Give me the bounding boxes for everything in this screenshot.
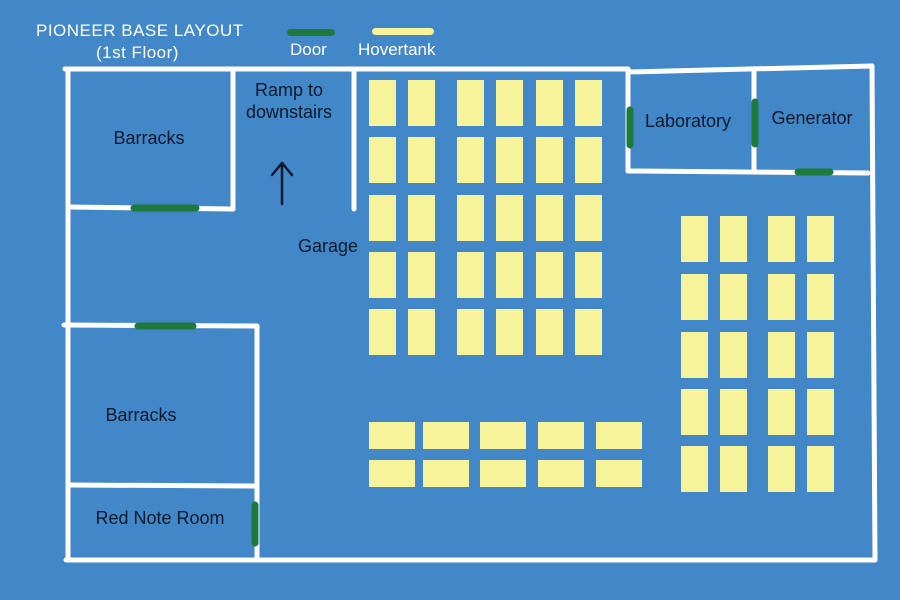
hovertank [720,389,747,435]
hovertank [457,252,484,298]
hovertank [720,332,747,378]
up-arrow-icon [270,161,294,206]
hovertank [536,309,563,355]
hovertank [408,137,435,183]
hovertank [408,309,435,355]
hovertank [681,332,708,378]
hovertank [480,422,526,449]
room-label-red-note-room: Red Note Room [95,508,225,528]
hovertank [768,216,795,262]
hovertank [408,195,435,241]
hovertank [496,80,523,126]
hovertank [768,389,795,435]
hovertank [681,389,708,435]
hovertank [536,252,563,298]
hovertank [807,389,834,435]
hovertank-swatch [372,28,434,35]
hovertank [575,252,602,298]
hovertank [480,460,526,487]
hovertank [536,80,563,126]
hovertank [538,460,584,487]
wall [625,63,875,75]
hovertank [575,137,602,183]
hovertank [457,309,484,355]
hovertank [457,195,484,241]
hovertank [536,195,563,241]
hovertank [408,80,435,126]
hovertank [807,216,834,262]
hovertank [720,216,747,262]
hovertank [496,309,523,355]
hovertank [807,446,834,492]
hovertank [536,137,563,183]
hovertank [768,446,795,492]
hovertank [369,422,415,449]
hovertank [369,252,396,298]
hovertank [423,422,469,449]
hovertank [369,137,396,183]
hovertank [681,216,708,262]
walls [61,63,878,563]
room-label-barracks-bottom: Barracks [105,405,177,425]
room-label-garage: Garage [297,236,359,256]
wall [65,482,260,489]
hovertank [457,137,484,183]
hovertank [681,274,708,320]
hovertank-legend-label: Hovertank [358,40,436,59]
hovertank [596,460,642,487]
hovertank [538,422,584,449]
hovertank [575,80,602,126]
room-label-ramp: Ramp to downstairs [245,80,333,122]
hovertank [369,460,415,487]
wall [869,63,878,563]
room-label-generator: Generator [771,108,853,128]
hovertank [720,274,747,320]
hovertank [369,80,396,126]
hovertank [496,252,523,298]
hovertank [768,332,795,378]
hovertank [496,195,523,241]
hovertanks [369,80,834,492]
door-legend-label: Door [290,40,327,59]
room-label-laboratory: Laboratory [644,111,732,131]
room-label-barracks-top: Barracks [113,128,185,148]
hovertank [575,309,602,355]
hovertank [768,274,795,320]
hovertank [807,274,834,320]
hovertank [408,252,435,298]
hovertank [575,195,602,241]
layout-title: PIONEER BASE LAYOUT [36,21,244,40]
hovertank [423,460,469,487]
hovertank [496,137,523,183]
door-swatch [287,29,335,36]
hovertank [457,80,484,126]
hovertank [369,309,396,355]
hovertank [720,446,747,492]
hovertank [596,422,642,449]
hovertank [369,195,396,241]
layout-subtitle: (1st Floor) [96,43,179,62]
hovertank [807,332,834,378]
doors [130,98,834,547]
hovertank [681,446,708,492]
